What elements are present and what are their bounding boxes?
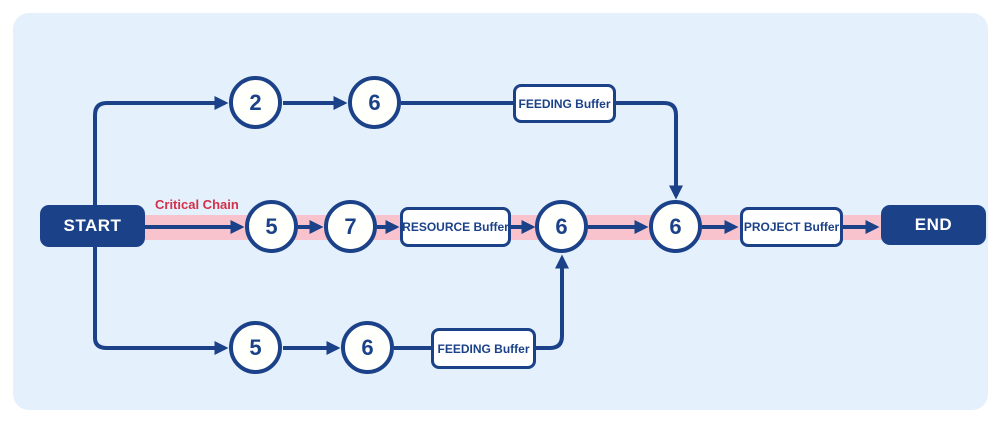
end-node: END — [881, 205, 986, 245]
edge-start-to-top — [93, 96, 229, 205]
task-node-top-1: 2 — [229, 76, 282, 129]
task-node-mid-3: 6 — [535, 200, 588, 253]
task-node-bottom-2: 6 — [341, 321, 394, 374]
task-node-mid-2: 7 — [324, 200, 377, 253]
start-node: START — [40, 205, 145, 247]
resource-buffer: RESOURCE Buffer — [400, 207, 511, 247]
feeding-buffer-top: FEEDING Buffer — [513, 84, 616, 123]
task-node-mid-1: 5 — [245, 200, 298, 253]
edge-feeding-top-to-merge — [616, 101, 683, 200]
project-buffer: PROJECT Buffer — [740, 207, 843, 247]
task-node-top-2: 6 — [348, 76, 401, 129]
task-node-bottom-1: 5 — [229, 321, 282, 374]
critical-chain-label: Critical Chain — [155, 197, 239, 212]
task-node-mid-4: 6 — [649, 200, 702, 253]
diagram-panel: Critical Chain START END 2 6 5 7 6 6 5 6… — [13, 13, 988, 410]
edge-feeding-bottom-to-merge — [536, 254, 569, 350]
feeding-buffer-bottom: FEEDING Buffer — [431, 328, 536, 369]
edge-start-to-bottom — [93, 247, 229, 355]
